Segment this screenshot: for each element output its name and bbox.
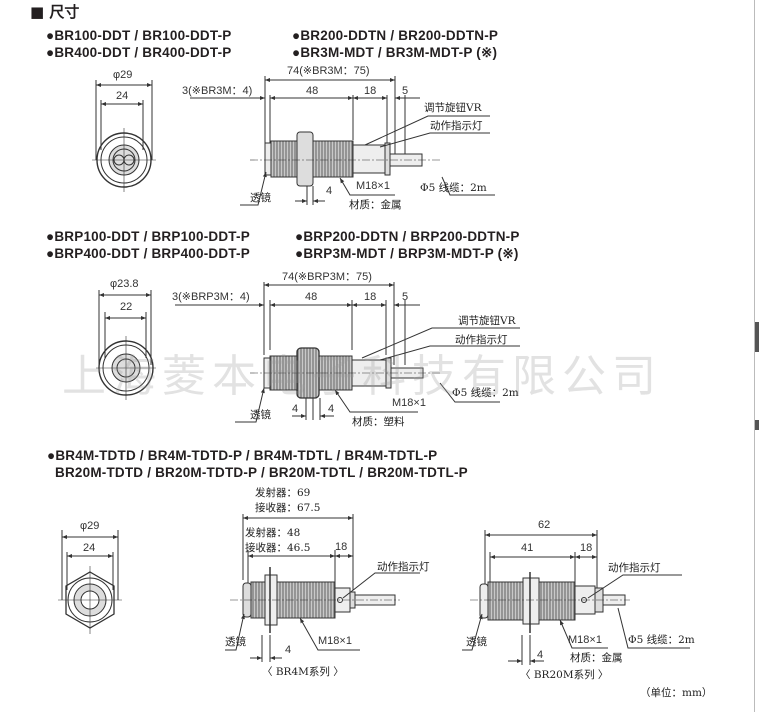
dim-18: 18: [335, 541, 348, 553]
label-material: 材质：金属: [570, 652, 623, 664]
dim-18: 18: [364, 85, 377, 97]
dim-inner: 24: [116, 90, 129, 102]
side-view-1: [190, 76, 495, 206]
model-heading: ●BR4M-TDTD / BR4M-TDTD-P / BR4M-TDTL / B…: [47, 448, 438, 463]
end-view-1: [92, 80, 156, 192]
model-heading: ●BR400-DDT / BR400-DDT-P: [46, 45, 232, 60]
label-lens: 透镜: [250, 192, 271, 204]
label-indicator: 动作指示灯: [430, 120, 483, 132]
label-cable: Φ5 线缆：2m: [452, 387, 519, 399]
dim-inner: 24: [83, 542, 96, 554]
model-heading: BR20M-TDTD / BR20M-TDTD-P / BR20M-TDTL /…: [55, 465, 468, 480]
model-heading: ●BR100-DDT / BR100-DDT-P: [46, 28, 232, 43]
label-vr: 调节旋钮VR: [458, 315, 516, 327]
label-vr: 调节旋钮VR: [424, 102, 482, 114]
model-heading: ●BR3M-MDT / BR3M-MDT-P (※): [292, 45, 498, 60]
side-view-2: [175, 282, 520, 423]
end-view-2: [96, 290, 156, 400]
model-heading: ●BR200-DDTN / BR200-DDTN-P: [292, 28, 499, 43]
section-title: ■ 尺寸: [30, 5, 79, 20]
caption-br20m: 〈 BR20M系列 〉: [520, 669, 609, 681]
dim-48: 48: [306, 85, 319, 97]
dim-inner: 22: [120, 301, 133, 313]
dim-nut: 4: [326, 185, 333, 197]
section-title-text: 尺寸: [49, 3, 80, 21]
dim-nut: 4: [537, 649, 544, 661]
dim-total-emitter: 发射器：69: [255, 487, 311, 499]
model-heading: ●BRP3M-MDT / BRP3M-MDT-P (※): [295, 246, 519, 261]
label-thread: M18×1: [392, 397, 426, 409]
dim-total: 74(※BR3M：75): [287, 65, 370, 77]
unit-note: （单位：mm）: [640, 687, 713, 699]
model-heading: ●BRP200-DDTN / BRP200-DDTN-P: [295, 229, 520, 244]
dim-total: 74(※BRP3M：75): [282, 271, 372, 283]
dim-18: 18: [364, 291, 377, 303]
label-cable: Φ5 线缆：2m: [628, 634, 695, 646]
label-indicator: 动作指示灯: [608, 562, 661, 574]
label-lens: 透镜: [466, 636, 487, 648]
caption-br4m: 〈 BR4M系列 〉: [262, 666, 344, 678]
dim-62: 62: [538, 519, 551, 531]
label-material: 材质：塑料: [352, 416, 405, 428]
label-indicator: 动作指示灯: [455, 334, 508, 346]
model-heading: ●BRP100-DDT / BRP100-DDT-P: [46, 229, 250, 244]
label-thread: M18×1: [318, 635, 352, 647]
dim-body-receiver: 接收器：46.5: [245, 542, 311, 554]
end-view-3: [58, 530, 122, 634]
dim-offset: 3(※BR3M：4): [182, 85, 253, 97]
side-view-br20m: [462, 530, 690, 665]
dim-5: 5: [402, 85, 409, 97]
dim-offset: 3(※BRP3M：4): [172, 291, 250, 303]
dim-body-emitter: 发射器：48: [245, 527, 301, 539]
label-lens: 透镜: [250, 409, 271, 421]
label-indicator: 动作指示灯: [377, 561, 430, 573]
dim-total-receiver: 接收器：67.5: [255, 502, 321, 514]
label-lens: 透镜: [225, 636, 246, 648]
label-cable: Φ5 线缆：2m: [420, 182, 487, 194]
dim-outer-dia: φ23.8: [110, 278, 139, 290]
dim-18: 18: [580, 542, 593, 554]
dim-48: 48: [305, 291, 318, 303]
side-view-br4m: [225, 514, 420, 662]
label-thread: M18×1: [356, 180, 390, 192]
label-thread: M18×1: [568, 634, 602, 646]
dim-outer-dia: φ29: [113, 69, 133, 81]
square-marker-icon: ■: [30, 3, 45, 21]
scrollbar-mark[interactable]: [755, 322, 759, 352]
dim-5: 5: [402, 291, 409, 303]
dim-nut-a: 4: [292, 403, 299, 415]
model-heading: ●BRP400-DDT / BRP400-DDT-P: [46, 246, 250, 261]
dim-nut-b: 4: [328, 403, 335, 415]
dim-41: 41: [521, 542, 534, 554]
page-edge: [754, 0, 755, 712]
dim-nut: 4: [285, 644, 292, 656]
label-material: 材质：金属: [349, 199, 402, 211]
dim-outer-dia: φ29: [80, 520, 100, 532]
scrollbar-mark[interactable]: [755, 420, 759, 430]
